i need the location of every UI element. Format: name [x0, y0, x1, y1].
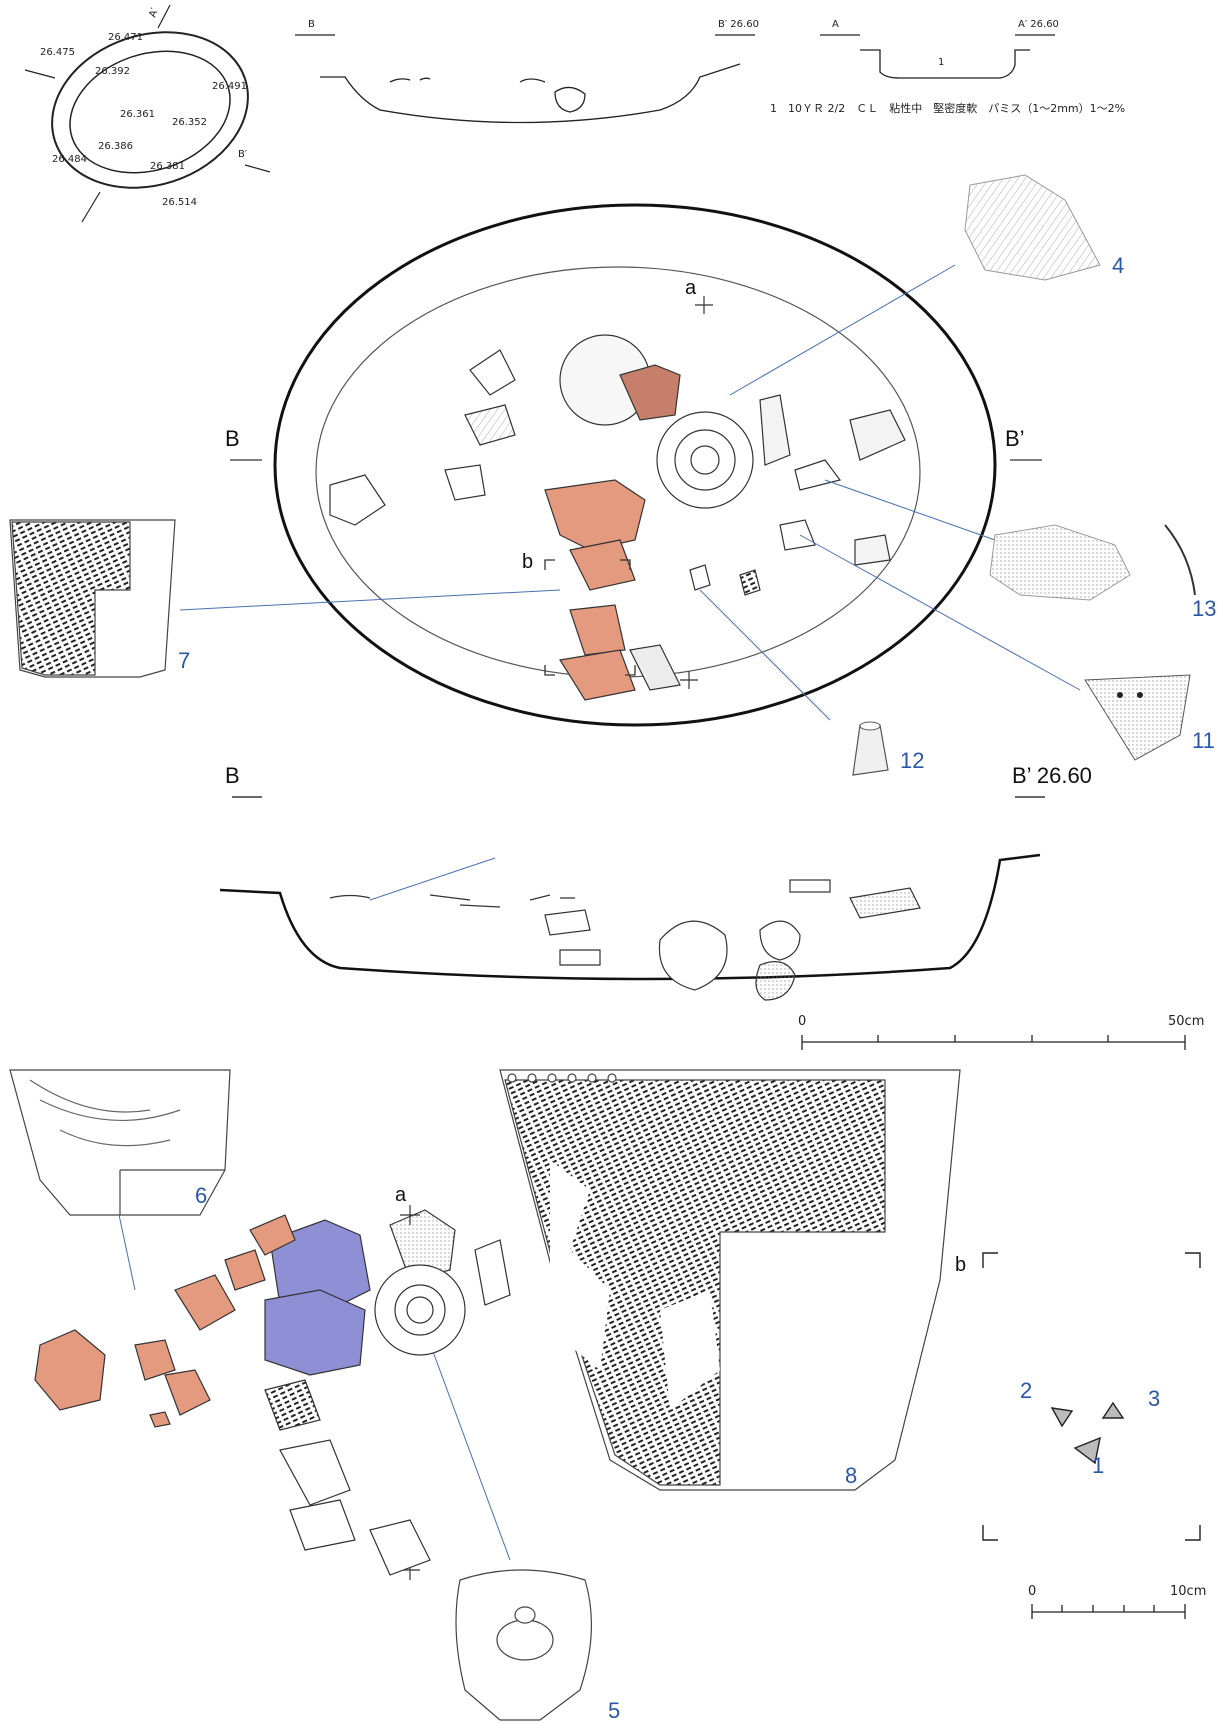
section-a-prime-level: A′ 26.60 [1018, 19, 1059, 30]
plan-elevation: 26.471 [108, 32, 143, 43]
plan-elevation: 26.491 [212, 81, 247, 92]
find-number-8: 8 [845, 1463, 858, 1488]
find-number-5: 5 [608, 1698, 621, 1723]
plan-elevation: 26.514 [162, 197, 197, 208]
soil-description: 1 10ＹＲ 2/2 ＣＬ 粘性中 堅密度軟 パミス（1～2mm）1～2% [770, 102, 1126, 115]
scale-10-end: 10cm [1170, 1584, 1207, 1599]
find-number-4: 4 [1112, 253, 1125, 278]
inset-b [982, 1252, 1201, 1541]
find-12-drawing [852, 721, 889, 776]
plan-point-a: a [685, 277, 697, 299]
main-section [219, 796, 1045, 1001]
detail-point-a: a [395, 1184, 407, 1206]
section-label-b: B [225, 763, 240, 788]
find-5-drawing [455, 1569, 593, 1721]
find-number-12: 12 [900, 748, 925, 773]
find-number-3: 3 [1148, 1386, 1161, 1411]
plan-elevation: 26.381 [150, 161, 185, 172]
find-4-drawing [964, 174, 1101, 281]
plan-elevation: 26.484 [52, 154, 87, 165]
scale-10-zero: 0 [1028, 1584, 1037, 1599]
scale-50-end: 50cm [1168, 1014, 1205, 1029]
small-plan [24, 4, 271, 223]
plan-point-b: b [522, 551, 534, 573]
scale-50-zero: 0 [798, 1014, 807, 1029]
find-7-drawing [9, 519, 176, 678]
find-number-13: 13 [1192, 596, 1217, 621]
find-number-11: 11 [1192, 728, 1215, 753]
detail-plan [34, 1205, 511, 1580]
main-plan [230, 203, 1042, 727]
section-label-b-prime-level: B’ 26.60 [1012, 763, 1092, 788]
plan-elevation: 26.386 [98, 141, 133, 152]
inset-point-b: b [955, 1254, 967, 1276]
section-b-prime-level: B′ 26.60 [718, 19, 759, 30]
plan-elevation: 26.475 [40, 47, 75, 58]
find-number-2: 2 [1020, 1378, 1033, 1403]
find-number-6: 6 [195, 1183, 208, 1208]
small-section-a [820, 34, 1055, 79]
section-b-label: B [308, 19, 315, 30]
find-number-1: 1 [1092, 1453, 1105, 1478]
plan-elevation: 26.352 [172, 117, 207, 128]
find-11-drawing [1084, 674, 1191, 761]
find-number-7: 7 [178, 648, 191, 673]
find-8-drawing [499, 1069, 961, 1491]
plan-label-b-prime: B′ [238, 149, 248, 160]
section-a-label: A [832, 19, 839, 30]
find-6-drawing [9, 1069, 231, 1216]
section-layer-number: 1 [938, 57, 945, 68]
plan-elevation: 26.392 [95, 66, 130, 77]
find-13-drawing [989, 524, 1196, 601]
plan-label-b-prime: B’ [1005, 426, 1025, 451]
plan-label-b: B [225, 426, 240, 451]
small-section-b [295, 34, 755, 124]
plan-elevation: 26.361 [120, 109, 155, 120]
scale-bar-50cm [801, 1035, 1186, 1050]
leader-lines [117, 264, 1081, 1561]
scale-bar-10cm [1031, 1604, 1186, 1619]
